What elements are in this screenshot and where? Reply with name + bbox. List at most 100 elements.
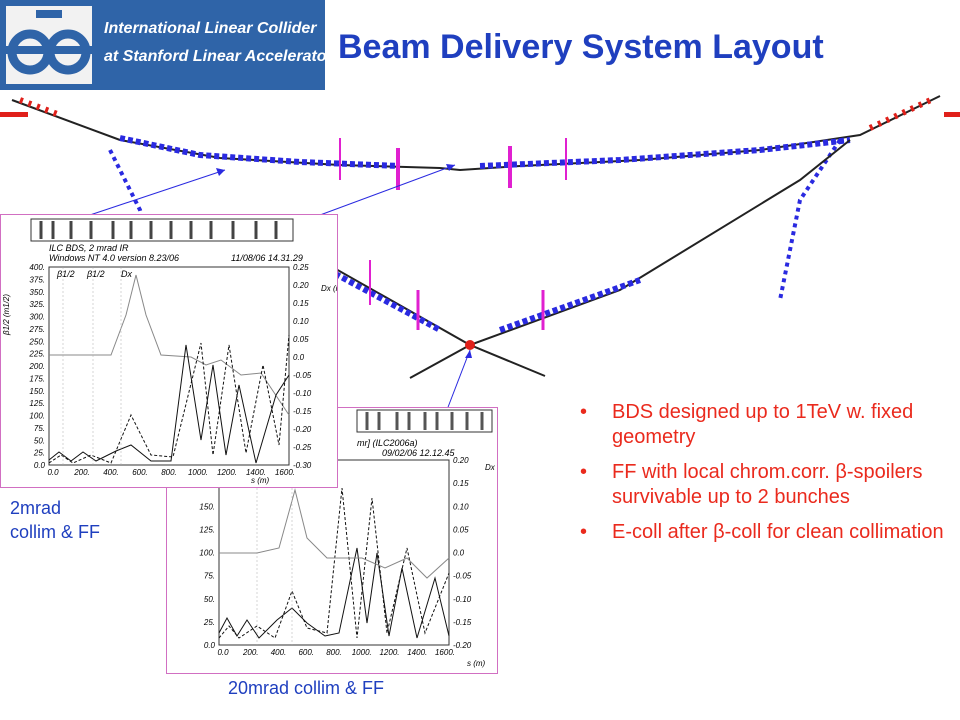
tick-label: 0.0 <box>34 461 46 470</box>
bullet-text: BDS designed up to 1TeV w. fixed geometr… <box>612 401 914 448</box>
tick-label: 50. <box>34 436 45 445</box>
tick-label: 1400. <box>246 468 266 477</box>
bullet-item: • E-coll after β-coll for clean collimati… <box>580 520 950 545</box>
tick-label: 150. <box>29 387 45 396</box>
bullet-item: • BDS designed up to 1TeV w. fixed geomet… <box>580 400 950 450</box>
tick-label: 1200. <box>379 648 399 657</box>
logo-text-line1: International Linear Collider <box>104 20 317 37</box>
plot2-header-line2: Windows NT 4.0 version 8.23/06 <box>49 253 179 263</box>
plot20-header: mr] (ILC2006a) <box>357 438 418 448</box>
tick-label: -0.20 <box>293 425 312 434</box>
tick-label: 0.20 <box>453 456 469 465</box>
tick-label: 25. <box>203 618 215 627</box>
tick-label: 0.0 <box>47 468 59 477</box>
tick-label: 350. <box>29 288 45 297</box>
caption-2mrad-line1: 2mrad <box>10 498 62 518</box>
tick-label: 200. <box>28 362 45 371</box>
plot2-legend-dx: Dx <box>121 269 132 279</box>
optics-plot-2mrad-svg: ILC BDS, 2 mrad IR Windows NT 4.0 versio… <box>2 218 337 485</box>
tick-label: 100. <box>29 412 45 421</box>
tick-label: 600. <box>132 468 148 477</box>
ilc-logo: International Linear Collider at Stanfor… <box>0 0 388 90</box>
tick-label: -0.30 <box>293 461 312 470</box>
tick-label: 400. <box>29 263 45 272</box>
logo-text-line2: at Stanford Linear Accelerator Center <box>104 48 388 65</box>
title-accent-left <box>0 112 28 117</box>
plot2-header-line1: ILC BDS, 2 mrad IR <box>49 243 129 253</box>
bullet-text: FF with local chrom.corr. β-spoilers sur… <box>612 461 923 508</box>
tick-label: 1000. <box>188 468 208 477</box>
tick-label: 0.0 <box>217 648 229 657</box>
plot2-legend-beta-y: β1/2 <box>86 269 105 279</box>
bullet-dot-icon: • <box>580 401 588 423</box>
optics-plot-2mrad: ILC BDS, 2 mrad IR Windows NT 4.0 versio… <box>0 214 338 488</box>
plot2-xlabel: s (m) <box>251 476 270 485</box>
tick-label: 125. <box>29 399 45 408</box>
tick-label: 1400. <box>407 648 427 657</box>
tick-label: 800. <box>161 468 177 477</box>
tick-label: 275. <box>28 325 45 334</box>
tick-label: 100. <box>199 549 215 558</box>
tick-label: 75. <box>34 424 45 433</box>
tick-label: 1000. <box>352 648 372 657</box>
caption-2mrad: 2mrad collim & FF <box>10 496 100 544</box>
tick-label: 75. <box>204 572 215 581</box>
tick-label: -0.05 <box>293 371 312 380</box>
bullet-dot-icon: • <box>580 521 588 543</box>
tick-label: 400. <box>103 468 119 477</box>
tick-label: 0.25 <box>293 263 309 272</box>
tick-label: 0.05 <box>293 335 309 344</box>
bullet-dot-icon: • <box>580 461 588 483</box>
tick-label: -0.15 <box>293 407 312 416</box>
bullet-item: • FF with local chrom.corr. β-spoilers su… <box>580 460 950 510</box>
plot2-ylabel-right: Dx (m) <box>321 284 337 293</box>
tick-label: 200. <box>73 468 90 477</box>
tick-label: 25. <box>33 449 45 458</box>
tick-label: 225. <box>28 350 45 359</box>
tick-label: -0.20 <box>453 641 472 650</box>
tick-label: 300. <box>29 313 45 322</box>
tick-label: 200. <box>242 648 259 657</box>
tick-label: 150. <box>199 502 215 511</box>
tick-label: 0.0 <box>293 353 305 362</box>
tick-label: 125. <box>199 525 215 534</box>
tick-label: 0.15 <box>293 299 309 308</box>
beamline-2mrad <box>11 95 941 301</box>
tick-label: 400. <box>271 648 287 657</box>
tick-label: 0.05 <box>453 525 469 534</box>
tick-label: 0.0 <box>204 641 216 650</box>
tick-label: 1600. <box>435 648 455 657</box>
plot20-date: 09/02/06 12.12.45 <box>382 448 456 458</box>
plot2-ylabel-left: β1/2 (m1/2) <box>2 294 11 336</box>
tick-label: -0.05 <box>453 572 472 581</box>
tick-label: 0.10 <box>453 502 469 511</box>
tick-label: 1200. <box>217 468 237 477</box>
slide-title: Beam Delivery System Layout <box>338 28 824 66</box>
tick-label: -0.25 <box>293 443 312 452</box>
plot2-date: 11/08/06 14.31.29 <box>231 253 303 263</box>
tick-label: -0.10 <box>293 389 312 398</box>
tick-label: 375. <box>29 275 45 284</box>
plot2-legend-beta-x: β1/2 <box>56 269 75 279</box>
tick-label: 325. <box>29 300 45 309</box>
tick-label: 50. <box>204 595 215 604</box>
tick-label: 175. <box>29 374 45 383</box>
bullet-list: • BDS designed up to 1TeV w. fixed geomet… <box>580 400 950 555</box>
caption-20mrad: 20mrad collim & FF <box>228 678 385 698</box>
plot20-ylabel-right: Dx (m) <box>485 463 497 472</box>
title-accent-right <box>944 112 960 117</box>
tick-label: -0.10 <box>453 595 472 604</box>
tick-label: 250. <box>28 337 45 346</box>
ee-logo-icon <box>6 6 92 84</box>
tick-label: 1600. <box>275 468 295 477</box>
tick-label: 0.15 <box>453 479 469 488</box>
tick-label: 800. <box>326 648 342 657</box>
tick-label: 0.20 <box>293 281 309 290</box>
plot20-xlabel: s (m) <box>467 659 486 668</box>
bullet-text: E-coll after β-coll for clean collimatio… <box>612 521 944 543</box>
tick-label: -0.15 <box>453 618 472 627</box>
tick-label: 600. <box>298 648 314 657</box>
caption-2mrad-line2: collim & FF <box>10 522 100 542</box>
tick-label: 0.0 <box>453 549 465 558</box>
tick-label: 0.10 <box>293 317 309 326</box>
